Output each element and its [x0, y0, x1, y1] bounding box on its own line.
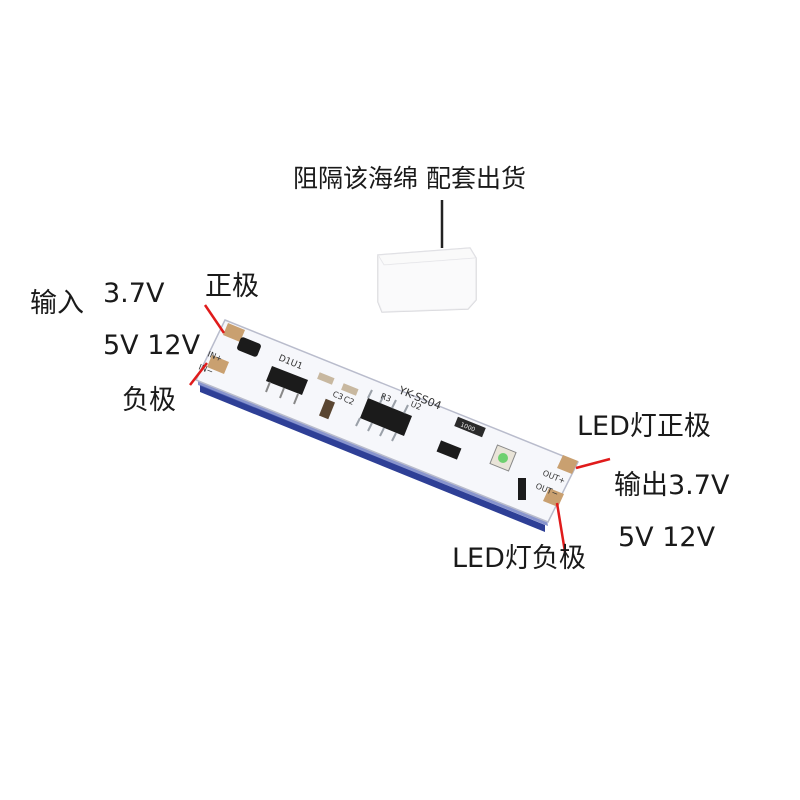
arrow-led-pos — [575, 457, 611, 470]
capacitor — [341, 383, 359, 396]
status-led — [489, 444, 517, 472]
arrow-led-neg — [555, 502, 567, 553]
silk-c3: C3 — [331, 390, 344, 402]
input-voltage-1: 3.7V — [103, 278, 165, 309]
pad-in-pos — [223, 323, 245, 342]
arrow-input-neg — [189, 362, 208, 386]
output-voltage-2: 5V 12V — [618, 522, 716, 553]
capacitor — [317, 372, 335, 385]
regulator-chip — [265, 366, 308, 405]
pad-out-neg — [543, 488, 564, 507]
input-positive-label: 正极 — [205, 271, 259, 302]
sponge-note-label: 阻隔该海绵 配套出货 — [293, 164, 526, 193]
silk-c2: C2 — [342, 395, 355, 407]
silk-u2: U2 — [409, 400, 423, 412]
annotation-arrows — [189, 304, 611, 553]
output-voltage-1: 输出3.7V — [614, 470, 730, 501]
input-negative-label: 负极 — [122, 385, 176, 416]
pad-in-neg — [207, 355, 229, 374]
capacitor — [318, 398, 336, 420]
ir-sensor — [237, 337, 261, 357]
transistor — [436, 440, 462, 460]
led-negative-label: LED灯负极 — [452, 543, 586, 574]
output-pin — [518, 478, 526, 500]
pcb-board: IN+ IN− D1U1 C3 C2 R3 U2 YK-SS04 1000 OU… — [194, 319, 580, 532]
main-chip — [355, 389, 412, 442]
pad-out-pos — [557, 455, 578, 474]
input-label: 输入 — [30, 288, 84, 319]
input-voltage-2: 5V 12V — [103, 330, 201, 361]
foam-sponge — [377, 247, 477, 313]
silk-r3: R3 — [379, 392, 392, 404]
led-positive-label: LED灯正极 — [577, 411, 711, 442]
arrow-input-pos — [203, 304, 226, 334]
resistor — [454, 416, 486, 438]
